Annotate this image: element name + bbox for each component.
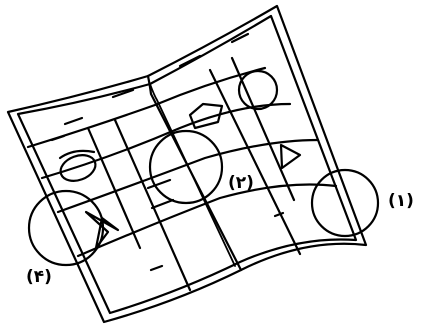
ellipse-shape bbox=[57, 151, 99, 186]
circle-marker-4 bbox=[29, 191, 103, 265]
circle-shape bbox=[239, 71, 277, 109]
label-1: (۱) bbox=[388, 191, 414, 211]
triangle-shape bbox=[281, 145, 300, 168]
label-2: (۲) bbox=[228, 173, 254, 193]
circle-marker-1 bbox=[312, 170, 378, 236]
circle-marker-2 bbox=[150, 131, 222, 203]
label-4: (۴) bbox=[26, 267, 52, 287]
